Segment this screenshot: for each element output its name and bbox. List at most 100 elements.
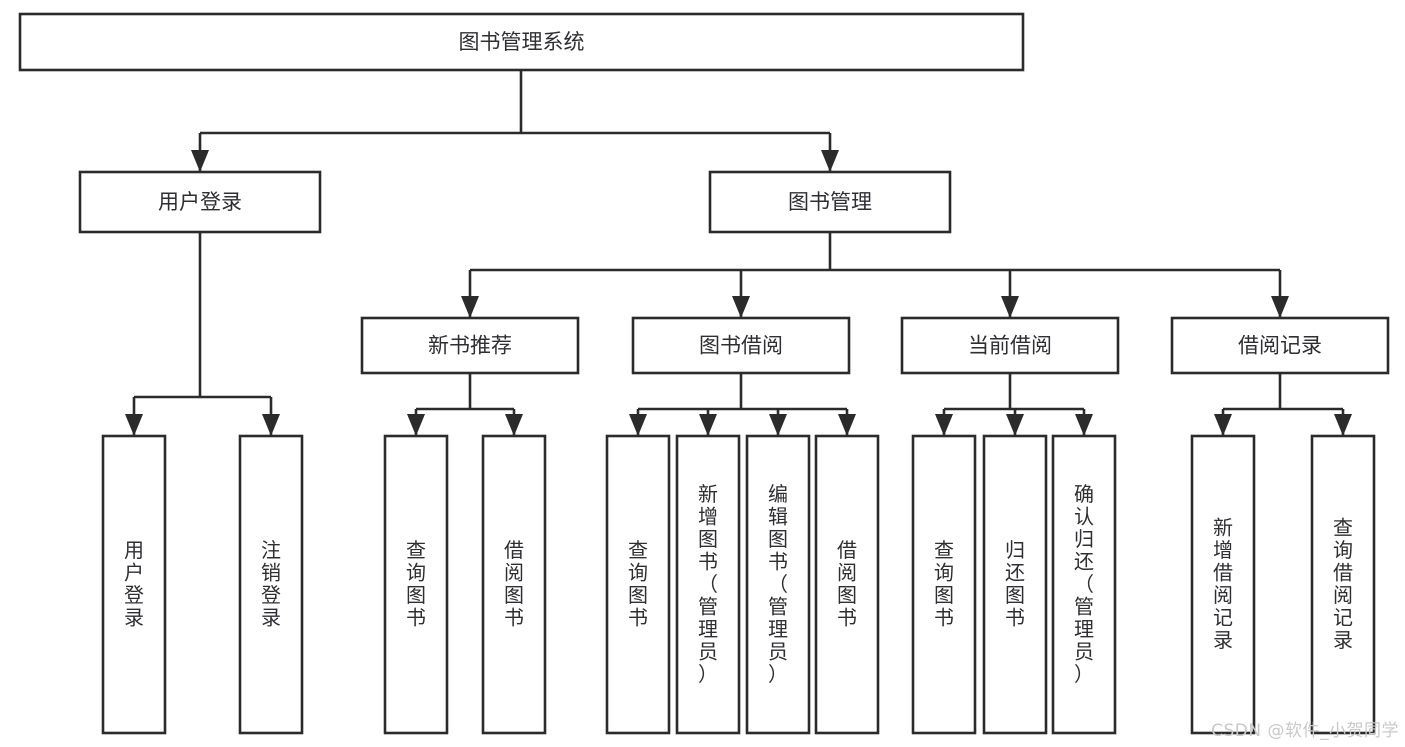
node-label-char: 书 <box>628 606 648 630</box>
node-label-char: 归 <box>1005 538 1025 562</box>
node-box[interactable] <box>982 434 1048 735</box>
node-label-char: 阅 <box>1213 583 1233 607</box>
edge-arrow-root-1 <box>821 150 839 172</box>
node-box[interactable] <box>383 434 449 735</box>
node-用户登录[interactable]: 用户登录 <box>78 170 322 234</box>
node-box[interactable] <box>360 316 580 375</box>
node-label-char: 书 <box>768 549 788 573</box>
node-label-char: 图 <box>768 527 788 551</box>
node-label-char: 员 <box>698 639 718 663</box>
node-label-char: 书 <box>1005 606 1025 630</box>
edge-arrow-borrowrec-1 <box>1334 414 1352 436</box>
node-label-char: 书 <box>934 606 954 630</box>
node-图书管理[interactable]: 图书管理 <box>708 170 952 234</box>
node-box[interactable] <box>1051 434 1117 735</box>
node-box[interactable] <box>101 434 167 735</box>
edge-arrow-borrowrec-0 <box>1214 414 1232 436</box>
node-label-char: 图 <box>628 583 648 607</box>
node-label-char: 录 <box>261 606 281 630</box>
edge-arrow-userlogin-1 <box>262 414 280 436</box>
node-label-char: 图 <box>1005 583 1025 607</box>
edge-arrow-bookmanage-1 <box>732 296 750 318</box>
node-label-char: 记 <box>1213 606 1233 630</box>
node-box[interactable] <box>745 434 811 735</box>
node-box[interactable] <box>1190 434 1256 735</box>
node-label-char: 归 <box>1074 527 1094 551</box>
node-label-char: 图 <box>698 527 718 551</box>
node-label-char: 新 <box>1213 516 1233 540</box>
node-label-char: ） <box>768 662 788 686</box>
node-图书管理系统[interactable]: 图书管理系统 <box>18 12 1025 72</box>
edge-arrow-curborrow-2 <box>1075 414 1093 436</box>
node-label-char: 图 <box>504 583 524 607</box>
node-label-char: 询 <box>628 561 648 585</box>
edge-arrow-bookmanage-0 <box>461 296 479 318</box>
edge-arrow-userlogin-0 <box>125 414 143 436</box>
node-新书推荐[interactable]: 新书推荐 <box>360 316 580 375</box>
node-label-char: 确 <box>1074 482 1094 506</box>
node-label-char: 销 <box>261 561 281 585</box>
node-label: 用户登录 <box>158 190 242 214</box>
node-box[interactable] <box>78 170 322 234</box>
node-box[interactable] <box>675 434 741 735</box>
node-label-char: （ <box>1074 572 1094 596</box>
node-label-char: 新 <box>698 482 718 506</box>
node-用户登录[interactable]: 用户登录 <box>101 434 167 735</box>
node-label: 图书管理 <box>788 190 872 214</box>
node-box[interactable] <box>631 316 851 375</box>
node-label-char: 借 <box>1333 561 1353 585</box>
node-layer: 图书管理系统用户登录图书管理新书推荐图书借阅当前借阅借阅记录用户登录注销登录查询… <box>18 12 1390 735</box>
edge-arrow-newbook-0 <box>407 414 425 436</box>
node-box[interactable] <box>1170 316 1390 375</box>
node-label-char: 借 <box>504 538 524 562</box>
node-当前借阅[interactable]: 当前借阅 <box>900 316 1120 375</box>
node-box[interactable] <box>18 12 1025 72</box>
node-label: 借阅记录 <box>1238 334 1322 358</box>
node-label-char: 员 <box>1074 639 1094 663</box>
node-box[interactable] <box>238 434 304 735</box>
node-label-char: 查 <box>628 538 648 562</box>
node-label-char: 询 <box>406 561 426 585</box>
node-label-char: 还 <box>1074 549 1094 573</box>
node-label-char: 书 <box>504 606 524 630</box>
node-box[interactable] <box>605 434 671 735</box>
node-label-char: 录 <box>1333 628 1353 652</box>
node-label-char: 增 <box>698 504 718 528</box>
edge-arrow-bookborrow-2 <box>769 414 787 436</box>
node-label-char: 书 <box>837 606 857 630</box>
node-box[interactable] <box>814 434 880 735</box>
edge-arrow-root-0 <box>191 150 209 172</box>
node-box[interactable] <box>481 434 547 735</box>
node-label: 当前借阅 <box>968 334 1052 358</box>
connector-layer <box>125 70 1352 436</box>
node-label-char: 图 <box>406 583 426 607</box>
node-图书借阅[interactable]: 图书借阅 <box>631 316 851 375</box>
node-label-char: 理 <box>768 617 788 641</box>
node-box[interactable] <box>1310 434 1376 735</box>
node-label-char: 书 <box>698 549 718 573</box>
node-label-char: （ <box>698 572 718 596</box>
node-label-char: 图 <box>934 583 954 607</box>
node-label-char: 录 <box>1213 628 1233 652</box>
node-box[interactable] <box>900 316 1120 375</box>
node-box[interactable] <box>708 170 952 234</box>
node-借阅记录[interactable]: 借阅记录 <box>1170 316 1390 375</box>
node-label-char: 借 <box>837 538 857 562</box>
node-label-char: 询 <box>1333 538 1353 562</box>
node-box[interactable] <box>911 434 977 735</box>
node-label: 图书借阅 <box>699 334 783 358</box>
